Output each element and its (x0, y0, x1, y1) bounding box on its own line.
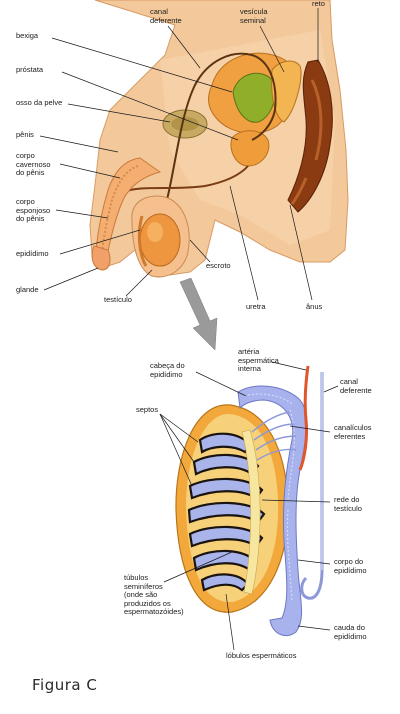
label-canal-deferente-detail: canal deferente (340, 377, 372, 395)
label-bexiga: bexiga (16, 31, 39, 40)
label-reto: reto (312, 0, 325, 8)
label-epididimo: epidídimo (16, 249, 49, 258)
label-glande: glande (16, 285, 39, 294)
label-vesicula-seminal: vesícula seminal (240, 7, 268, 25)
label-corpo-cavernoso: corpo cavernoso do pênis (16, 151, 51, 177)
vas-deferens (159, 52, 277, 226)
seminal-vesicle (271, 60, 302, 123)
testicular-artery (298, 365, 310, 471)
sagittal-view (89, 0, 349, 278)
epididymis-upper (137, 215, 148, 267)
label-arteria: artéria espermática interna (238, 347, 279, 373)
label-corpo-epididimo: corpo do epidídimo (334, 557, 367, 575)
testis (139, 213, 181, 267)
label-lobulos: lóbulos espermáticos (226, 651, 297, 660)
vas-deferens-detail (300, 372, 324, 600)
rete-testis (241, 429, 261, 595)
testis-detail (175, 365, 324, 636)
lower-leader-lines (159, 361, 339, 651)
zoom-arrow (179, 277, 218, 351)
figure-caption: Figura C (32, 676, 98, 694)
label-penis: pênis (16, 130, 34, 139)
label-testiculo: testículo (104, 295, 132, 304)
rectum (287, 59, 333, 213)
label-cauda-epididimo: cauda do epidídimo (334, 623, 367, 641)
label-tubulos: túbulos seminíferos (onde são produzidos… (124, 573, 184, 616)
upper-leader-lines (39, 8, 319, 301)
prostate (230, 130, 270, 167)
label-osso-pelve: osso da pelve (16, 98, 63, 107)
label-uretra: uretra (246, 302, 266, 311)
label-escroto: escroto (206, 261, 231, 270)
label-canaliculos: canalículos eferentes (334, 423, 372, 441)
glans (91, 245, 111, 271)
lobules (187, 432, 266, 592)
label-prostata: próstata (16, 65, 44, 74)
label-corpo-esponjoso: corpo esponjoso do pênis (16, 197, 51, 223)
label-cabeca-epididimo: cabeça do epidídimo (150, 361, 185, 379)
label-septos: septos (136, 405, 159, 414)
label-rede-testiculo: rede do testículo (334, 495, 362, 513)
label-anus: ânus (306, 302, 323, 311)
efferent-ductules (251, 411, 297, 461)
label-canal-deferente: canal deferente (150, 7, 182, 25)
